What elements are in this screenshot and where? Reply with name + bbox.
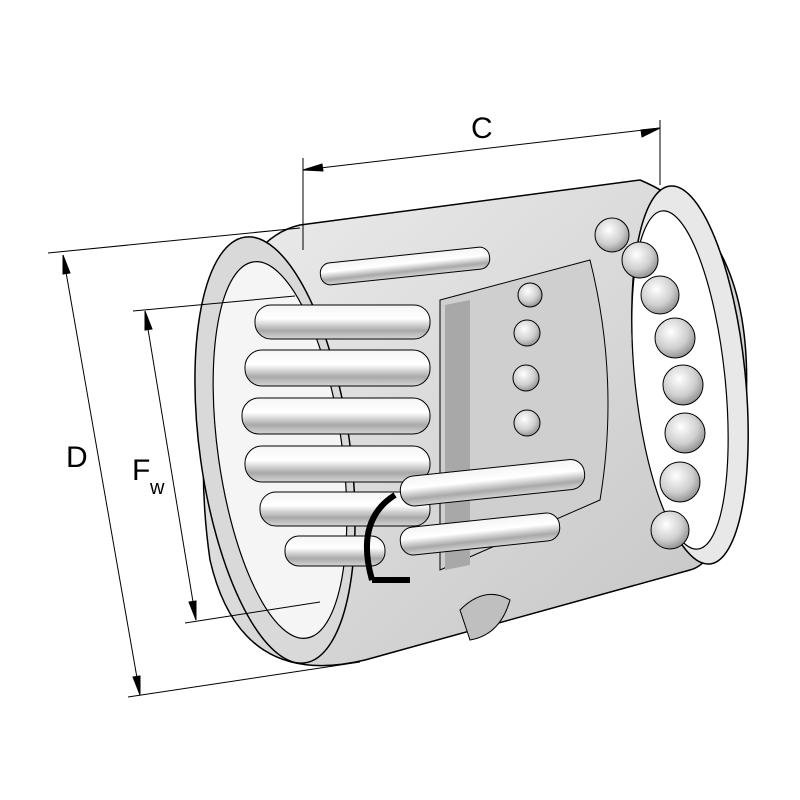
ball-set <box>512 217 706 550</box>
dimension-fw <box>132 295 321 624</box>
dimension-fw-label: F <box>132 454 150 487</box>
dimension-fw-subscript: w <box>149 477 165 499</box>
dimension-d-label: D <box>66 441 88 474</box>
lube-hole <box>459 593 511 641</box>
dimension-c <box>302 120 661 250</box>
dimension-d <box>47 227 361 698</box>
dimension-c-label: C <box>471 112 493 145</box>
needle-rollers <box>241 246 586 567</box>
roller-cage <box>363 492 410 583</box>
